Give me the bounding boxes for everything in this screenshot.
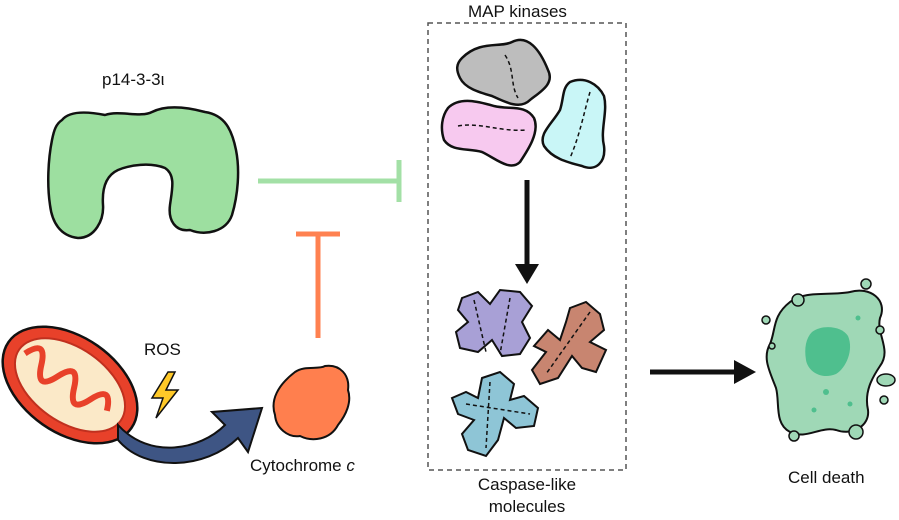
cytochrome-label-italic: c: [346, 456, 355, 475]
p14-protein-shape: [47, 106, 240, 240]
caspase-label-line2: molecules: [488, 497, 566, 516]
caspase-blue: [450, 370, 540, 458]
map-kinase-cyan: [541, 78, 607, 169]
map-kinase-pink: [440, 99, 537, 167]
map-kinases-label: MAP kinases: [468, 2, 567, 21]
dying-cell: [761, 278, 896, 442]
cell-death-label: Cell death: [788, 468, 865, 487]
caspase-purple: [454, 288, 534, 358]
ros-label: ROS: [144, 340, 181, 359]
p14-label: p14-3-3ι: [102, 70, 165, 89]
cytochrome-label-main: Cytochrome: [250, 456, 342, 475]
mitochondrion: [1, 325, 139, 445]
map-kinase-gray: [456, 38, 551, 106]
kinase-cascade-box: [427, 22, 627, 471]
cascade-arrow-head: [515, 264, 539, 284]
ros-bolt-icon: [150, 371, 180, 419]
death-arrow-head: [734, 360, 756, 384]
cytochrome-label: Cytochrome c: [250, 456, 355, 476]
cytochrome-c-shape: [272, 364, 351, 441]
caspase-label-line1: Caspase-like: [477, 475, 577, 494]
caspase-brown: [530, 300, 608, 386]
release-arrow: [117, 406, 264, 464]
